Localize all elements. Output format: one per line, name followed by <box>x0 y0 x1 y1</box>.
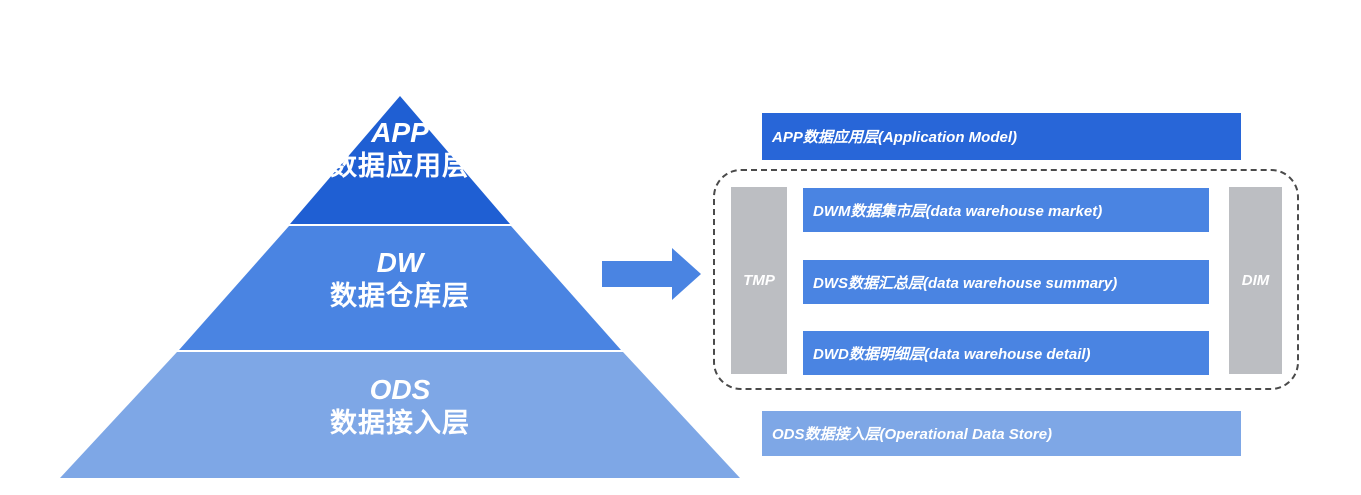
dwd-layer-bar: DWD数据明细层(data warehouse detail) <box>803 331 1209 375</box>
app-layer-bar: APP数据应用层(Application Model) <box>762 113 1241 160</box>
ods-layer-bar: ODS数据接入层(Operational Data Store) <box>762 411 1241 456</box>
dw-layer-group <box>713 169 1299 390</box>
dws-layer-bar: DWS数据汇总层(data warehouse summary) <box>803 260 1209 304</box>
dws-layer-label: DWS数据汇总层(data warehouse summary) <box>813 274 1118 292</box>
right-arrow-icon <box>602 248 701 300</box>
dwm-layer-bar: DWM数据集市层(data warehouse market) <box>803 188 1209 232</box>
pyramid-dw-label: DW 数据仓库层 <box>250 245 550 314</box>
pyramid-app-label: APP 数据应用层 <box>250 115 550 184</box>
pyramid-ods-abbr: ODS <box>369 374 431 405</box>
dim-label: DIM <box>1241 272 1270 289</box>
pyramid-dw-name: 数据仓库层 <box>330 281 470 311</box>
tmp-side-bar: TMP <box>731 187 787 374</box>
pyramid-dw-segment <box>179 226 621 350</box>
dwd-layer-label: DWD数据明细层(data warehouse detail) <box>813 345 1091 363</box>
dim-side-bar: DIM <box>1229 187 1282 374</box>
app-layer-label: APP数据应用层(Application Model) <box>772 129 1017 146</box>
ods-layer-label: ODS数据接入层(Operational Data Store) <box>772 426 1053 443</box>
pyramid-ods-segment <box>60 352 740 478</box>
pyramid-ods-name: 数据接入层 <box>330 408 470 438</box>
pyramid-dw-abbr: DW <box>376 247 424 278</box>
pyramid-app-abbr: APP <box>371 117 429 148</box>
pyramid-app-name: 数据应用层 <box>330 151 470 181</box>
tmp-label: TMP <box>743 272 775 289</box>
pyramid-app-segment <box>290 96 510 224</box>
layer-pyramid <box>60 96 740 478</box>
dwm-layer-label: DWM数据集市层(data warehouse market) <box>813 202 1103 220</box>
pyramid-ods-label: ODS 数据接入层 <box>250 372 550 441</box>
